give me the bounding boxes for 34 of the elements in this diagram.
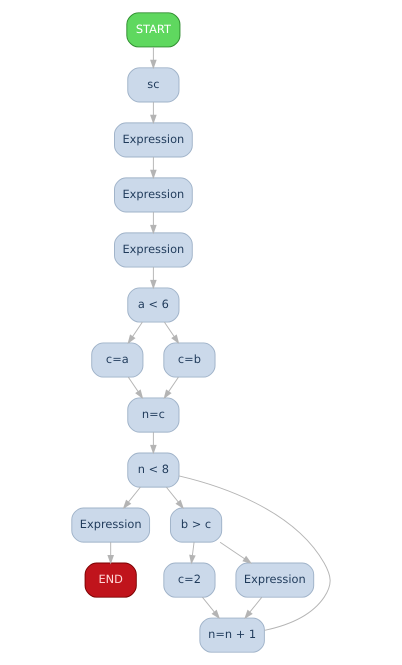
node-box: c=2 (163, 562, 216, 598)
node-box: Expression (71, 508, 150, 543)
node-box: Expression (114, 232, 193, 268)
arrow (127, 322, 143, 344)
node-box: b > c (170, 508, 222, 543)
arrow (244, 596, 262, 620)
arrow (122, 486, 141, 510)
arrow (189, 542, 196, 564)
node-box: sc (127, 67, 180, 102)
connector (178, 475, 331, 631)
arrow (150, 212, 157, 234)
node-box: START (126, 12, 180, 48)
node-box: Expression (114, 177, 193, 212)
arrow (220, 542, 252, 564)
node-box: Expression (114, 122, 193, 158)
node-box: END (84, 562, 137, 598)
arrow (164, 376, 179, 400)
arrow (202, 596, 220, 620)
arrow (150, 266, 157, 290)
arrow (150, 432, 157, 454)
arrow (150, 156, 157, 180)
node-box: Expression (235, 562, 314, 598)
node-box: n=c (127, 397, 180, 433)
arrow (128, 376, 144, 400)
arrow (150, 102, 157, 124)
node-box: c=a (91, 342, 144, 378)
node-box: c=b (163, 342, 216, 378)
node-box: n=n + 1 (199, 618, 265, 653)
arrow (150, 46, 157, 70)
arrow (166, 486, 184, 510)
node-box: n < 8 (127, 452, 180, 488)
node-box: a < 6 (127, 287, 180, 323)
arrow (164, 322, 180, 344)
arrow (107, 542, 114, 564)
